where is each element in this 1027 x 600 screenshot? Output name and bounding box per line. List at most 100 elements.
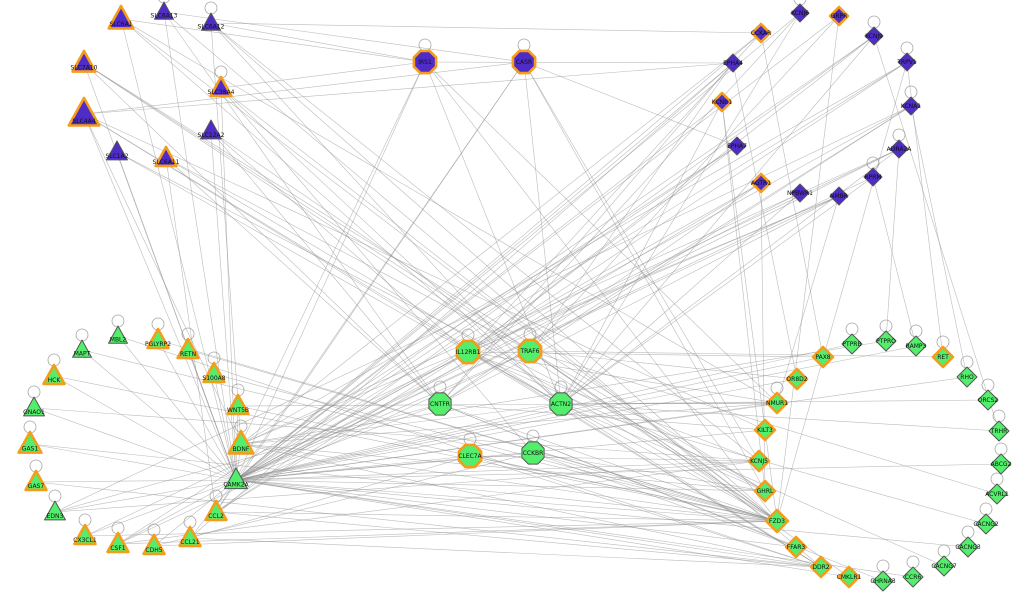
node-MBL2[interactable]: MBL2 [108,325,128,344]
node-SLC6A13[interactable]: SLC6A13 [151,1,178,20]
edge [235,376,968,481]
node-EPHA7[interactable]: EPHA7 [727,136,747,156]
node-KILT3[interactable]: KILT3 [753,418,777,442]
node-ACTN2[interactable]: ACTN2 [549,392,573,416]
node-CDH5[interactable]: CDH5 [142,533,166,556]
edge [240,443,778,522]
node-SLC7A10[interactable]: SLC7A10 [71,49,98,73]
edge [467,35,875,353]
edge [776,15,840,522]
node-ABCG2[interactable]: ABCG2 [990,453,1012,475]
edge [117,479,237,545]
node-SLC1A2[interactable]: SLC1A2 [105,140,129,161]
edge [215,511,778,522]
triangle-shape [42,363,66,386]
node-IRS1[interactable]: IRS1 [412,49,438,75]
node-RPRM[interactable]: RPRM [863,167,883,187]
edge [235,479,822,568]
triangle-shape [200,119,222,140]
node-CLEC7A[interactable]: CLEC7A [457,443,483,469]
node-CCL21[interactable]: CCL21 [178,525,202,548]
node-CX3CL1[interactable]: CX3CL1 [73,523,97,546]
node-CACNG2[interactable]: CACNG2 [973,513,999,535]
edge [240,61,908,445]
node-MAPT[interactable]: MAPT [72,339,92,358]
node-GAS7[interactable]: GAS7 [24,469,48,492]
triangle-shape [106,531,130,554]
node-ACVRL1[interactable]: ACVRL1 [985,483,1009,505]
diamond-shape [750,172,772,194]
node-TRAF6[interactable]: TRAF6 [517,338,543,364]
node-KCNJ6[interactable]: KCNJ6 [790,3,810,23]
self-loop [867,15,881,29]
self-loop [892,128,906,142]
node-CSF1[interactable]: CSF1 [106,531,130,554]
edge [523,61,562,405]
node-BDNF[interactable]: BDNF [227,429,255,455]
triangle-shape [227,429,255,455]
triangle-shape [178,525,202,548]
edge [84,520,778,537]
node-RAMP3[interactable]: RAMP3 [905,335,927,357]
diamond-shape [727,136,747,156]
triangle-shape [201,12,221,31]
diamond-shape [837,565,861,589]
triangle-shape [44,500,66,521]
node-TRPV1[interactable]: TRPV1 [896,52,917,72]
edge [235,148,900,481]
edge [235,378,798,481]
node-KCNB1[interactable]: KCNB1 [711,91,733,113]
self-loop [992,409,1006,423]
node-CACNG7[interactable]: CACNG7 [931,555,957,577]
node-RHO[interactable]: RHO [956,366,978,388]
node-CASR[interactable]: CASR [511,49,537,75]
node-ORCS2[interactable]: ORCS2 [977,389,999,411]
node-SLC6A1[interactable]: SLC6A1 [107,4,135,30]
node-GRPR[interactable]: GRPR [828,5,850,27]
node-CMKLR1[interactable]: CMKLR1 [837,565,862,589]
node-OR8D2[interactable]: OR8D2 [785,367,809,391]
triangle-shape [209,75,233,98]
node-PTPRO[interactable]: PTPRO [875,330,897,352]
node-CCR6[interactable]: CCR6 [902,566,924,588]
node-TRHR[interactable]: TRHR [988,420,1010,442]
edge [187,349,237,481]
edge [235,101,723,481]
edge [163,11,237,481]
node-SLC12A2[interactable]: SLC12A2 [198,119,225,140]
node-NPBWR1[interactable]: NPBWR1 [787,183,813,203]
self-loop [48,489,62,503]
node-DDR2[interactable]: DDR2 [809,555,833,579]
node-KCNJ9[interactable]: KCNJ9 [864,26,884,46]
edge [235,479,766,492]
node-GNAO1[interactable]: GNAO1 [23,396,45,417]
node-CCKBR[interactable]: CCKBR [521,441,545,465]
node-CACNG3[interactable]: CACNG3 [955,536,981,558]
node-GAS1[interactable]: GAS1 [17,430,43,454]
diamond-shape [790,183,810,203]
node-NMUR1[interactable]: NMUR1 [765,391,789,415]
triangle-shape [71,49,97,73]
node-IL12RB1[interactable]: IL12RB1 [456,339,481,365]
edge [163,11,822,568]
diamond-shape [905,335,927,357]
self-loop [876,559,890,573]
node-KCNA1[interactable]: KCNA1 [901,96,921,116]
node-SLC6A12[interactable]: SLC6A12 [198,12,225,31]
node-SLC4A4[interactable]: SLC4A4 [67,96,101,127]
node-CCL2[interactable]: CCL2 [204,499,228,522]
node-S100A8[interactable]: S100A8 [202,361,226,384]
edge [235,403,562,481]
node-PGLYRP2[interactable]: PGLYRP2 [145,327,171,350]
node-PTPRB[interactable]: PTPRB [841,333,863,355]
diamond-shape [764,508,790,534]
node-RET[interactable]: RET [931,345,955,369]
edge [235,15,840,481]
node-CNTFR[interactable]: CNTFR [428,392,452,416]
node-HCK[interactable]: HCK [42,363,66,386]
self-loop [879,319,893,333]
edge [210,130,441,405]
edge [153,452,534,547]
